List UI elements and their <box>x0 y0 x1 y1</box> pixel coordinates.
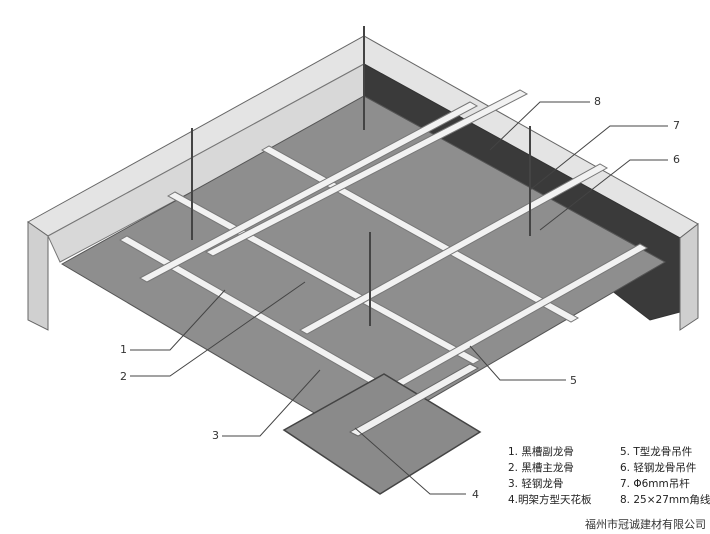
legend-item: 3. 轻钢龙骨 <box>508 478 564 490</box>
legend-right: 5. T型龙骨吊件 6. 轻钢龙骨吊件 7. Φ6mm吊杆 8. 25×27mm… <box>620 444 710 508</box>
hanger-rods <box>191 26 531 326</box>
legend-item: 5. T型龙骨吊件 <box>620 446 693 458</box>
legend-left: 1. 黑槽副龙骨 2. 黑槽主龙骨 3. 轻钢龙骨 4.明架方型天花板 <box>508 444 608 508</box>
callout-5: 5 <box>570 374 577 387</box>
callout-3: 3 <box>212 429 219 442</box>
callout-8: 8 <box>594 95 601 108</box>
ceiling-field <box>60 95 667 441</box>
callout-1: 1 <box>120 343 127 356</box>
callout-7: 7 <box>673 119 680 132</box>
callout-2: 2 <box>120 370 127 383</box>
leader-lines <box>130 101 668 495</box>
detached-panel-rail <box>348 363 480 437</box>
legend-item: 1. 黑槽副龙骨 <box>508 446 574 458</box>
legend-item: 4.明架方型天花板 <box>508 494 592 506</box>
detached-panel <box>282 373 482 495</box>
legend-item: 6. 轻钢龙骨吊件 <box>620 462 697 474</box>
callout-6: 6 <box>673 153 680 166</box>
wall-left-face <box>27 221 49 331</box>
legend-item: 2. 黑槽主龙骨 <box>508 462 574 474</box>
wall-right-face <box>679 222 699 331</box>
company-name: 福州市冠诚建材有限公司 <box>585 518 706 531</box>
grid-rails <box>118 89 649 409</box>
callout-4: 4 <box>472 488 479 501</box>
legend-item: 8. 25×27mm角线 <box>620 494 710 506</box>
legend-item: 7. Φ6mm吊杆 <box>620 478 690 490</box>
